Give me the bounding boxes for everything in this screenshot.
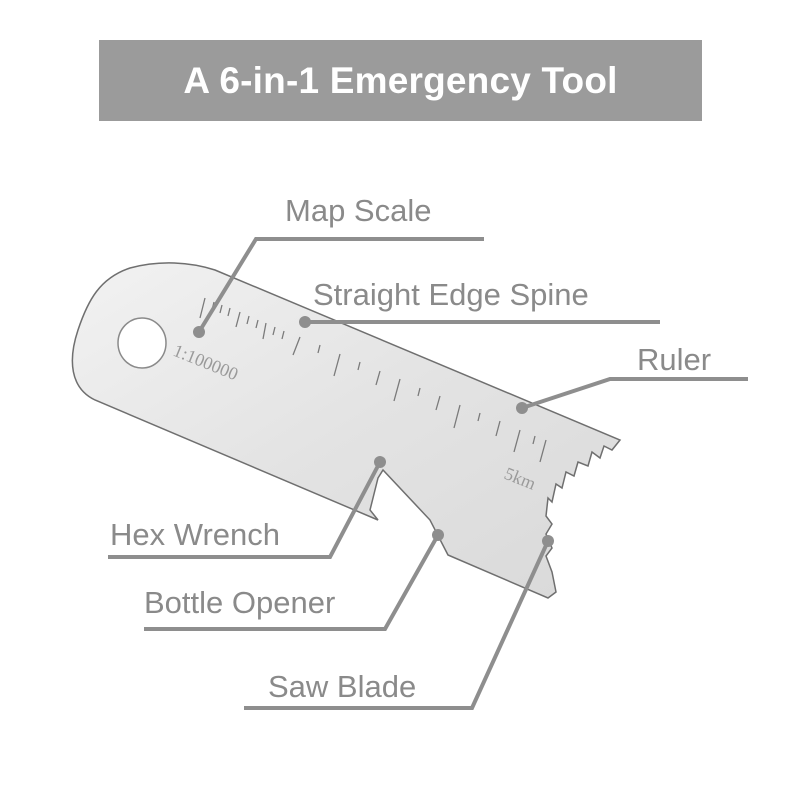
label-hex-wrench: Hex Wrench [110, 517, 280, 552]
tool-body [71, 262, 622, 599]
title-text: A 6-in-1 Emergency Tool [183, 59, 618, 101]
label-saw-blade: Saw Blade [268, 669, 417, 704]
label-straight-edge-spine: Straight Edge Spine [313, 277, 589, 312]
label-map-scale: Map Scale [285, 193, 432, 228]
callout-line-ruler [521, 377, 748, 410]
title-banner: A 6-in-1 Emergency Tool [99, 40, 702, 121]
callout-line-saw-blade [244, 540, 550, 710]
label-ruler: Ruler [637, 342, 712, 377]
label-bottle-opener: Bottle Opener [144, 585, 336, 620]
callout-dots [193, 316, 554, 547]
callout-line-hex-wrench [108, 461, 382, 559]
callout-lines [108, 237, 748, 710]
callout-line-map-scale [197, 237, 484, 334]
callout-line-bottle-opener [144, 534, 440, 631]
lanyard-hole [117, 317, 167, 369]
